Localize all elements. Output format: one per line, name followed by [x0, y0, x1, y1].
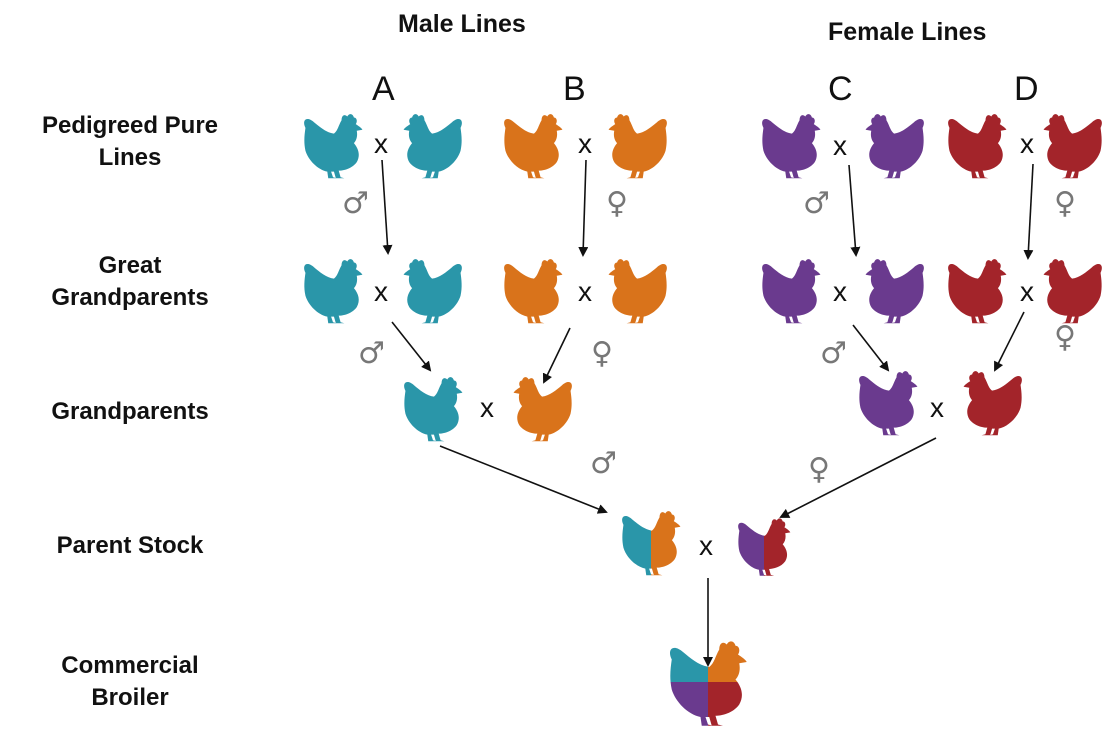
arrow: [1023, 163, 1034, 260]
female-symbol: ♀: [1054, 186, 1076, 221]
row-label-commercial-broiler: Commercial Broiler: [61, 652, 199, 711]
chicken-icon: [762, 259, 821, 324]
cross-symbol: x: [1020, 128, 1034, 159]
chicken-icon: [403, 114, 462, 179]
female-symbol: ♀: [591, 336, 613, 371]
chicken-icon: [1043, 259, 1102, 324]
chicken-icon: [1043, 114, 1102, 179]
line-letter-d: D: [1014, 70, 1039, 108]
line-letter-b: B: [563, 70, 586, 108]
chicken-icon: [504, 259, 563, 324]
male-symbol: ♂: [358, 336, 385, 371]
cross-symbol: x: [480, 392, 494, 423]
cross-symbol: x: [374, 128, 388, 159]
arrow: [578, 159, 589, 257]
row-label-great-grandparents: Great Grandparents: [51, 252, 209, 311]
chicken-icon: [762, 114, 821, 179]
arrow: [848, 164, 861, 257]
cross-symbol: x: [833, 130, 847, 161]
male-symbol: ♂: [820, 336, 847, 371]
male-symbol: ♂: [590, 446, 617, 481]
arrow: [852, 324, 890, 372]
female-lines-heading: Female Lines: [828, 18, 987, 46]
cross-symbol: x: [578, 276, 592, 307]
cross-symbol: x: [833, 276, 847, 307]
arrow: [779, 437, 937, 518]
arrow: [381, 159, 393, 255]
chicken-icon: [504, 114, 563, 179]
commercial-broiler-chicken-icon: [669, 641, 747, 726]
chicken-icon: [948, 114, 1007, 179]
chicken-icon: [948, 259, 1007, 324]
arrow: [439, 445, 608, 514]
chicken-icon: [304, 114, 363, 179]
row-label-pedigreed-pure-lines: Pedigreed Pure Lines: [41, 112, 219, 171]
cross-symbol: x: [578, 128, 592, 159]
female-symbol: ♀: [1054, 320, 1076, 355]
female-symbol: ♀: [606, 186, 628, 221]
arrow: [542, 327, 571, 384]
chicken-icon: [963, 371, 1022, 436]
cross-symbol: x: [930, 392, 944, 423]
chicken-icon: [608, 259, 667, 324]
chicken-icon: [513, 377, 572, 442]
row-label-grandparents: Grandparents: [51, 398, 209, 425]
male-symbol: ♂: [803, 186, 830, 221]
line-letter-c: C: [828, 70, 853, 108]
chicken-icon: [304, 259, 363, 324]
crossbred-chicken-icon: [622, 511, 681, 576]
arrow: [994, 311, 1025, 372]
arrows: [381, 159, 1034, 667]
cross-symbol: x: [1020, 276, 1034, 307]
male-lines-heading: Male Lines: [398, 10, 526, 38]
arrow: [391, 321, 432, 372]
chicken-icon: [859, 371, 918, 436]
chicken-icon: [404, 377, 463, 442]
chicken-icon: [403, 259, 462, 324]
chickens: [304, 114, 1102, 726]
male-symbol: ♂: [342, 186, 369, 221]
chicken-icon: [865, 259, 924, 324]
cross-symbol: x: [699, 530, 713, 561]
crossbred-chicken-icon: [738, 518, 791, 576]
line-letter-a: A: [372, 70, 395, 108]
chicken-icon: [608, 114, 667, 179]
chicken-icon: [865, 114, 924, 179]
cross-symbol: x: [374, 276, 388, 307]
row-label-parent-stock: Parent Stock: [56, 532, 204, 559]
female-symbol: ♀: [808, 452, 830, 487]
